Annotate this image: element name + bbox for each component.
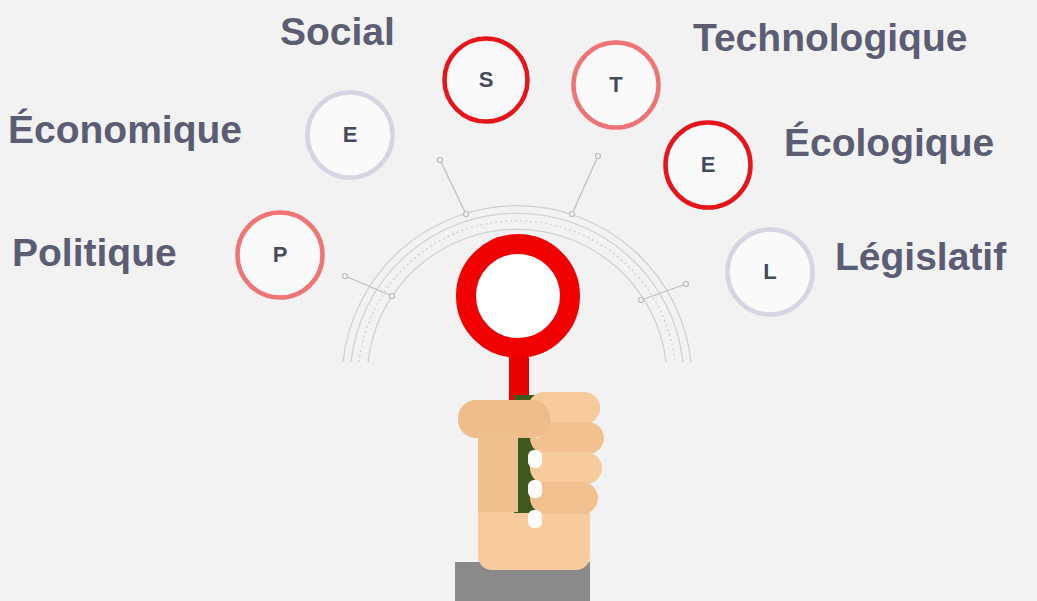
factor-heading: Politique — [12, 230, 177, 276]
initial-letter: L — [725, 227, 815, 317]
pestel-circle: ÉcologiqueE — [663, 120, 753, 210]
pestel-circle: ÉconomiqueE — [305, 90, 395, 180]
palm-shade — [478, 432, 518, 512]
initial-letter: P — [235, 210, 325, 300]
factor-heading: Technologique — [693, 15, 967, 61]
pestel-circle: PolitiqueP — [235, 210, 325, 300]
pestel-circle: TechnologiqueT — [571, 40, 661, 130]
initial-letter: E — [663, 120, 753, 210]
pestel-circle: SocialS — [442, 36, 530, 124]
pestel-circle: LégislatifL — [725, 227, 815, 317]
factor-heading: Législatif — [835, 234, 1006, 280]
dial-arcs — [343, 206, 691, 362]
initial-letter: E — [305, 90, 395, 180]
factor-heading: Social — [280, 9, 395, 55]
initial-letter: T — [571, 40, 661, 130]
glass-ring — [466, 244, 570, 348]
factor-heading: Écologique — [784, 120, 994, 166]
factor-heading: Économique — [8, 107, 242, 153]
initial-letter: S — [442, 36, 530, 124]
